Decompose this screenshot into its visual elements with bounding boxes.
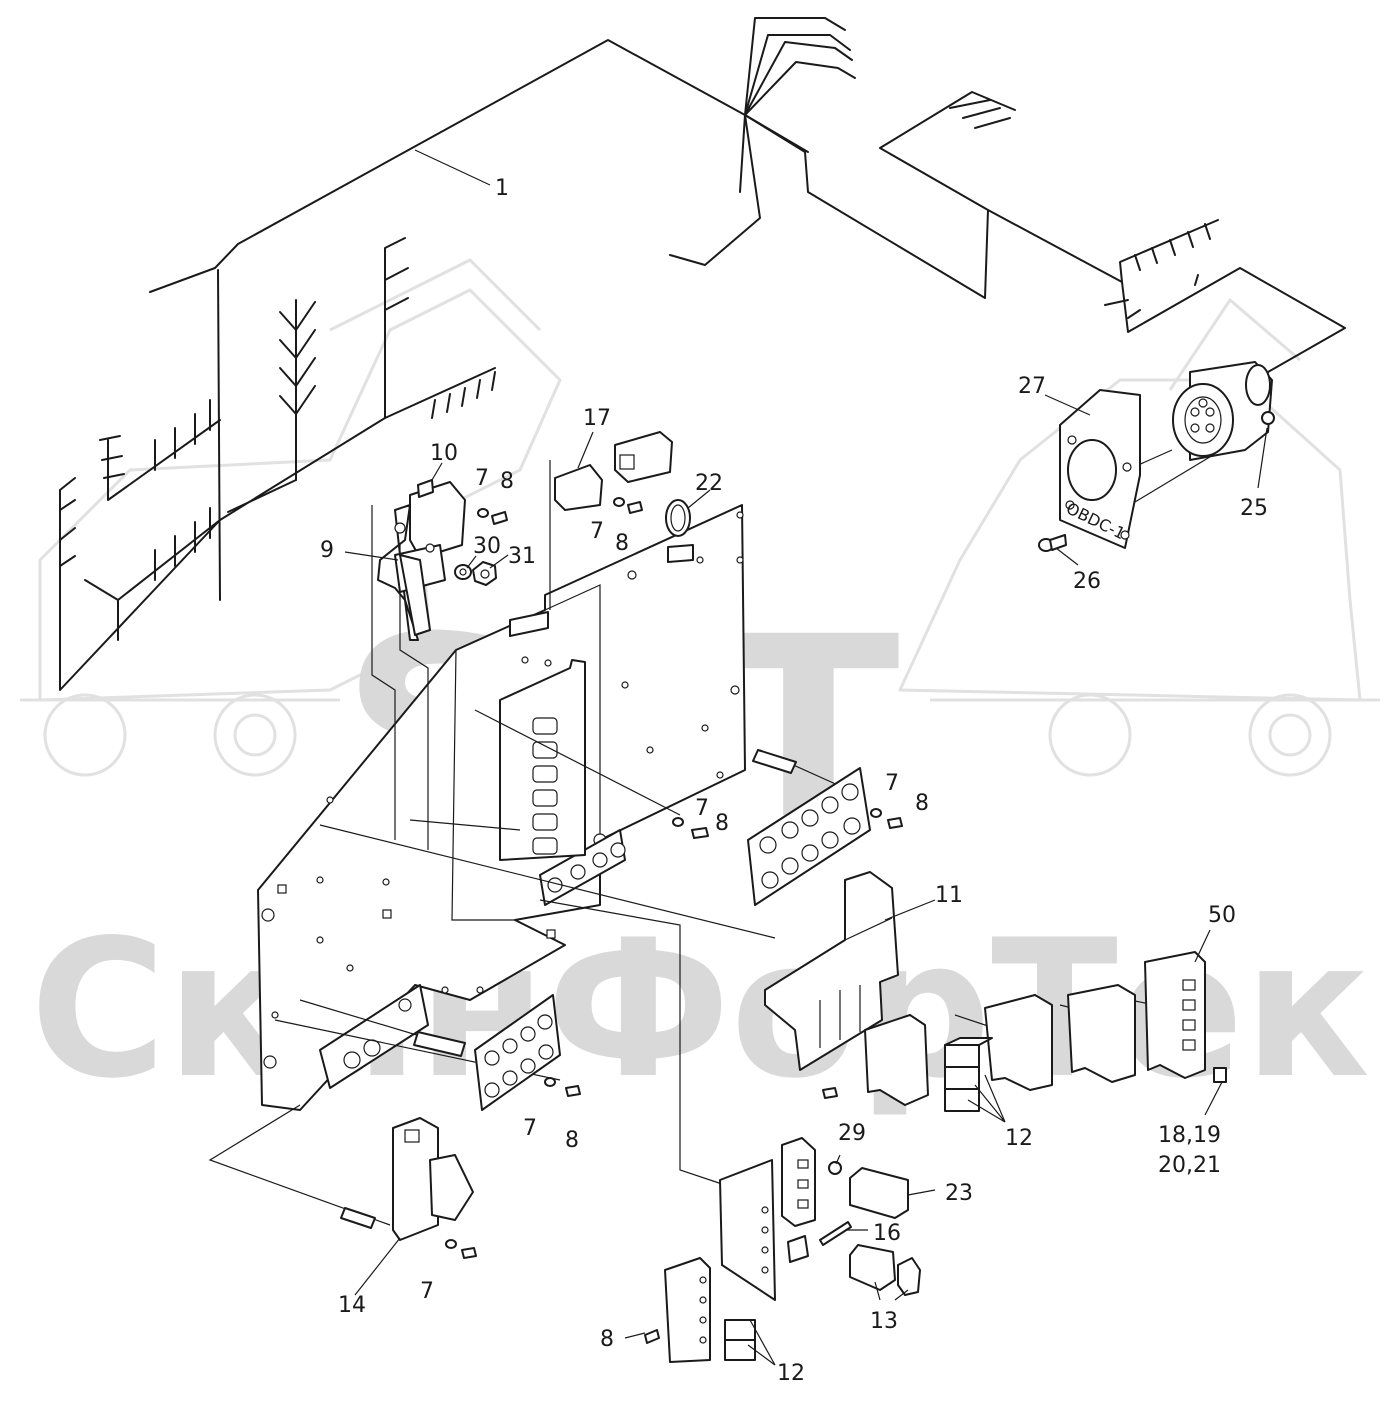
clamp-22	[665, 499, 691, 537]
washer-30	[454, 564, 472, 580]
callout-8: 8	[500, 469, 514, 494]
relay-13	[849, 1244, 921, 1296]
diagnostic-connector	[1172, 361, 1275, 461]
callout-27: 27	[1018, 374, 1046, 399]
callout-25: 25	[1240, 496, 1268, 521]
fuse-block-11	[764, 871, 899, 1071]
relay-17	[554, 431, 673, 511]
watermark-machine-right	[898, 298, 1380, 777]
callout-9: 9	[320, 538, 334, 563]
callout-17: 17	[583, 406, 611, 431]
callout-8: 8	[915, 791, 929, 816]
fuse-plate-left	[474, 994, 561, 1111]
lower-bracket	[664, 1137, 816, 1363]
callout-7: 7	[523, 1116, 537, 1141]
callout-22: 22	[695, 471, 723, 496]
assembly-lines	[208, 427, 1259, 1226]
callout-7: 7	[420, 1279, 434, 1304]
callout-7: 7	[885, 771, 899, 796]
fuse-stack-12-upper	[944, 1037, 993, 1112]
callout-10: 10	[430, 441, 458, 466]
fuse-plate-right	[747, 767, 871, 906]
callout-leaders	[344, 149, 1268, 1366]
fuse-holder-14	[392, 1117, 474, 1241]
callout-7: 7	[695, 796, 709, 821]
relay-23	[849, 1167, 909, 1219]
watermark-machine-left	[20, 258, 562, 777]
callout-12: 12	[777, 1361, 805, 1386]
main-mounting-panel	[257, 504, 746, 1111]
callout-20-21: 20,21	[1158, 1153, 1221, 1178]
nut-29	[828, 1161, 842, 1175]
fuse-stack-12-lower	[724, 1319, 756, 1361]
pin-16	[787, 1221, 852, 1263]
callout-8: 8	[715, 811, 729, 836]
callout-12: 12	[1005, 1126, 1033, 1151]
callout-30: 30	[473, 534, 501, 559]
callout-50: 50	[1208, 903, 1236, 928]
callout-8: 8	[565, 1128, 579, 1153]
callout-26: 26	[1073, 569, 1101, 594]
wiring-harness	[59, 17, 1346, 691]
callout-14: 14	[338, 1293, 366, 1318]
diagnostic-plate-27: OBDC-1	[1059, 389, 1141, 549]
callout-23: 23	[945, 1181, 973, 1206]
standoffs	[340, 749, 797, 1229]
callout-7: 7	[590, 519, 604, 544]
callout-7: 7	[475, 466, 489, 491]
callout-8: 8	[600, 1327, 614, 1352]
callout-8: 8	[615, 531, 629, 556]
callout-numbers: 1 17 10 7 8 22 7 8 9 30 31 27 25 26 7 8 …	[320, 176, 1268, 1386]
callout-18-19: 18,19	[1158, 1123, 1221, 1148]
callout-29: 29	[838, 1121, 866, 1146]
screws	[445, 497, 1067, 1344]
bracket-cutouts	[532, 717, 558, 855]
terminal-blocks	[864, 951, 1227, 1106]
callout-11: 11	[935, 883, 963, 908]
callout-16: 16	[873, 1221, 901, 1246]
callout-31: 31	[508, 544, 536, 569]
switch-9-10	[377, 479, 466, 641]
callout-13: 13	[870, 1309, 898, 1334]
callout-1: 1	[495, 176, 509, 201]
